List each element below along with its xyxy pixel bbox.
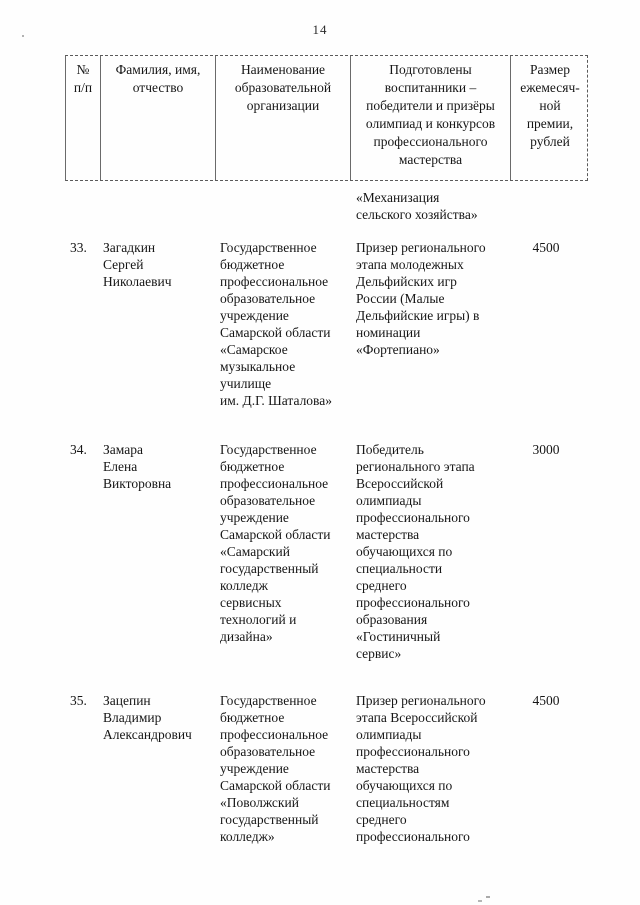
row-number-cell: 33.	[70, 240, 87, 255]
table-row-continuation: «Механизация сельского хозяйства»	[65, 189, 588, 223]
table-row: 35. Зацепин Владимир Александрович Госуд…	[65, 692, 588, 845]
header-row-number: № п/п	[66, 56, 101, 180]
table-header-row: № п/п Фамилия, имя, отчество Наименовани…	[65, 55, 588, 181]
achievement-cell: Призер регионального этапа Всероссийской…	[356, 693, 486, 844]
organization-cell: Государственное бюджетное профессиональн…	[220, 240, 332, 408]
page-number: 14	[312, 22, 328, 37]
header-organization: Наименование образовательной организации	[216, 56, 351, 180]
achievement-cell: Победитель регионального этапа Всероссий…	[356, 442, 475, 661]
row-number-cell: 35.	[70, 693, 87, 708]
awards-table: № п/п Фамилия, имя, отчество Наименовани…	[65, 55, 588, 845]
organization-cell: Государственное бюджетное профессиональн…	[220, 693, 331, 844]
premium-amount-cell: 3000	[532, 442, 560, 457]
achievement-cell: Призер регионального этапа молодежных Де…	[356, 240, 486, 357]
premium-amount-cell: 4500	[532, 240, 560, 255]
header-achievement: Подготовлены воспитанники – победители и…	[351, 56, 511, 180]
scan-speck	[478, 900, 482, 902]
person-name-cell: Загадкин Сергей Николаевич	[103, 240, 172, 289]
header-person-name: Фамилия, имя, отчество	[101, 56, 216, 180]
premium-amount-cell: 4500	[532, 693, 560, 708]
person-name-cell: Зацепин Владимир Александрович	[103, 693, 192, 742]
scan-speck	[486, 896, 490, 898]
header-premium-amount: Размер ежемесяч- ной премии, рублей	[520, 62, 580, 149]
row-number-cell: 34.	[70, 442, 87, 457]
person-name-cell: Замара Елена Викторовна	[103, 442, 172, 491]
table-row: 33. Загадкин Сергей Николаевич Государст…	[65, 239, 588, 409]
achievement-cell: «Механизация сельского хозяйства»	[356, 190, 478, 222]
organization-cell: Государственное бюджетное профессиональн…	[220, 442, 331, 644]
scan-speck	[22, 35, 24, 37]
table-row: 34. Замара Елена Викторовна Государствен…	[65, 441, 588, 662]
